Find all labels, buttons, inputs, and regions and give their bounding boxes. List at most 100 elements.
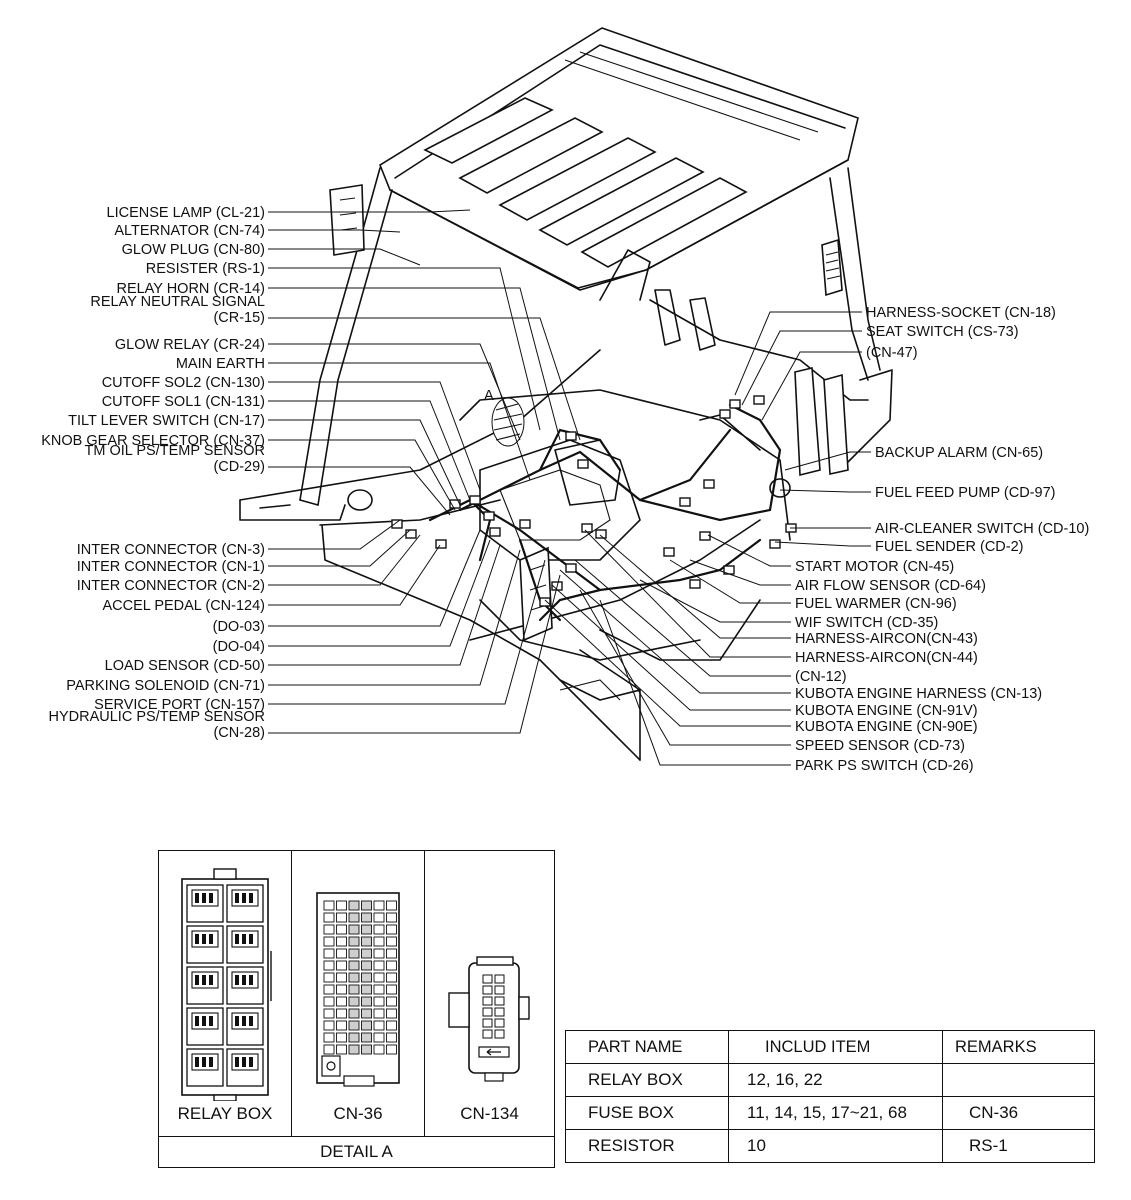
connector-mark	[769, 539, 781, 549]
fuse-slot	[348, 1020, 360, 1031]
fuse-slot	[361, 1008, 372, 1019]
relay-pin	[202, 893, 206, 903]
callout-label: AIR-CLEANER SWITCH (CD-10)	[875, 521, 1089, 537]
callout-label: SERVICE PORT (CN-157)	[94, 697, 265, 713]
fuse-slot	[348, 1008, 360, 1019]
callout-park-ps-switch-cd-26: PARK PS SWITCH (CD-26)	[795, 758, 974, 774]
callout-label: TM OIL PS/TEMP SENSOR	[85, 443, 265, 459]
leader-line	[268, 529, 481, 627]
callout-glow-relay-cr-24: GLOW RELAY (CR-24)	[115, 337, 265, 353]
connector-mark	[489, 527, 501, 537]
fuse-slot	[336, 948, 347, 959]
connector-mark	[391, 519, 403, 529]
leader-line	[599, 599, 791, 766]
fuse-slot	[336, 996, 347, 1007]
fuse-slot	[386, 936, 397, 947]
callout-cn-12: (CN-12)	[795, 669, 847, 685]
leader-line	[268, 539, 491, 647]
relay-pin	[195, 934, 199, 944]
callout-label: FUEL SENDER (CD-2)	[875, 539, 1024, 555]
callout-label: KNOB GEAR SELECTOR (CN-37)	[41, 433, 265, 449]
leader-line	[268, 419, 461, 506]
detail-a-ellipse	[491, 397, 525, 447]
fuse-slot	[386, 1044, 397, 1055]
relay-pin	[195, 893, 199, 903]
relay-pin	[249, 1016, 253, 1026]
fuse-slot	[386, 960, 397, 971]
relay-pin	[249, 893, 253, 903]
callout-label: KUBOTA ENGINE (CN-90E)	[795, 719, 978, 735]
fuse-slot	[361, 912, 372, 923]
fuse-slot	[386, 912, 397, 923]
connector-mark	[565, 563, 577, 573]
fuse-slot	[386, 1032, 397, 1043]
callout-tilt-lever-switch-cn-17: TILT LEVER SWITCH (CN-17)	[68, 413, 265, 429]
fuse-slot	[323, 924, 335, 935]
fuse-slot	[373, 1020, 385, 1031]
leader-line	[689, 559, 791, 586]
callout-label: HARNESS-AIRCON(CN-44)	[795, 650, 978, 666]
callout-label: (CN-28)	[213, 725, 265, 741]
connector-mark	[689, 579, 701, 589]
fuse-slot	[323, 996, 335, 1007]
fuse-slot	[336, 1008, 347, 1019]
callout-license-lamp-cl-21: LICENSE LAMP (CL-21)	[107, 205, 265, 221]
callout-tm-oil-ps-temp-sensor-cd-29: TM OIL PS/TEMP SENSOR(CD-29)	[85, 443, 265, 475]
leader-line	[268, 559, 546, 705]
leader-line	[268, 400, 471, 501]
leader-line	[584, 529, 791, 658]
callout-fuel-warmer-cn-96: FUEL WARMER (CN-96)	[795, 596, 957, 612]
callout-fuel-sender-cd-2: FUEL SENDER (CD-2)	[875, 539, 1024, 555]
callout-label: CUTOFF SOL2 (CN-130)	[102, 375, 265, 391]
detail-cell-cn-36: CN-36	[292, 851, 425, 1136]
leader-line	[268, 466, 451, 516]
fuse-slot	[386, 948, 397, 959]
callout-label: (CD-29)	[213, 459, 265, 475]
relay-pin	[202, 1057, 206, 1067]
fuse-slot	[373, 924, 385, 935]
leader-line	[268, 317, 581, 441]
fuse-slot	[323, 948, 335, 959]
leader-line	[734, 311, 862, 396]
fuse-slot	[348, 936, 360, 947]
table-row: FUSE BOX 11, 14, 15, 17~21, 68 CN-36	[565, 1096, 1095, 1130]
connector-mark	[435, 539, 447, 549]
callout-cutoff-sol1-cn-131: CUTOFF SOL1 (CN-131)	[102, 394, 265, 410]
callout-do-03: (DO-03)	[213, 619, 265, 635]
wiring-harness	[428, 403, 782, 622]
callout-kubota-engine-cn-90e: KUBOTA ENGINE (CN-90E)	[795, 719, 978, 735]
fuse-slot	[336, 924, 347, 935]
callout-label: FUEL WARMER (CN-96)	[795, 596, 957, 612]
callout-accel-pedal-cn-124: ACCEL PEDAL (CN-124)	[102, 598, 265, 614]
fuse-slot	[323, 972, 335, 983]
fuse-slot	[336, 936, 347, 947]
callout-label: HARNESS-AIRCON(CN-43)	[795, 631, 978, 647]
connector-mark	[703, 479, 715, 489]
callout-kubota-engine-cn-91v: KUBOTA ENGINE (CN-91V)	[795, 703, 978, 719]
leader-line	[774, 541, 871, 547]
pin-slot	[494, 974, 505, 984]
leader-line	[268, 439, 456, 511]
callout-cn-47: (CN-47)	[866, 345, 918, 361]
leader-line	[268, 529, 411, 567]
fuse-slot	[323, 984, 335, 995]
fuse-slot	[361, 1032, 372, 1043]
fuse-slot	[348, 960, 360, 971]
callout-label: START MOTOR (CN-45)	[795, 559, 954, 575]
callout-main-earth: MAIN EARTH	[176, 356, 265, 372]
leader-line	[544, 599, 791, 727]
callout-parking-solenoid-cn-71: PARKING SOLENOID (CN-71)	[66, 678, 265, 694]
fuse-slot	[323, 900, 335, 911]
fuse-slot	[386, 972, 397, 983]
callout-label: GLOW RELAY (CR-24)	[115, 337, 265, 353]
callout-label: INTER CONNECTOR (CN-1)	[77, 559, 265, 575]
callout-label: PARKING SOLENOID (CN-71)	[66, 678, 265, 694]
callout-label: ACCEL PEDAL (CN-124)	[102, 598, 265, 614]
callout-inter-connector-cn-3: INTER CONNECTOR (CN-3)	[77, 542, 265, 558]
callout-label: KUBOTA ENGINE (CN-91V)	[795, 703, 978, 719]
connector-mark	[581, 523, 593, 533]
callout-hydraulic-ps-temp-sensor-cn-28: HYDRAULIC PS/TEMP SENSOR(CN-28)	[49, 709, 265, 741]
relay-pin	[249, 975, 253, 985]
leader-line	[574, 559, 791, 677]
fuse-slot	[361, 924, 372, 935]
